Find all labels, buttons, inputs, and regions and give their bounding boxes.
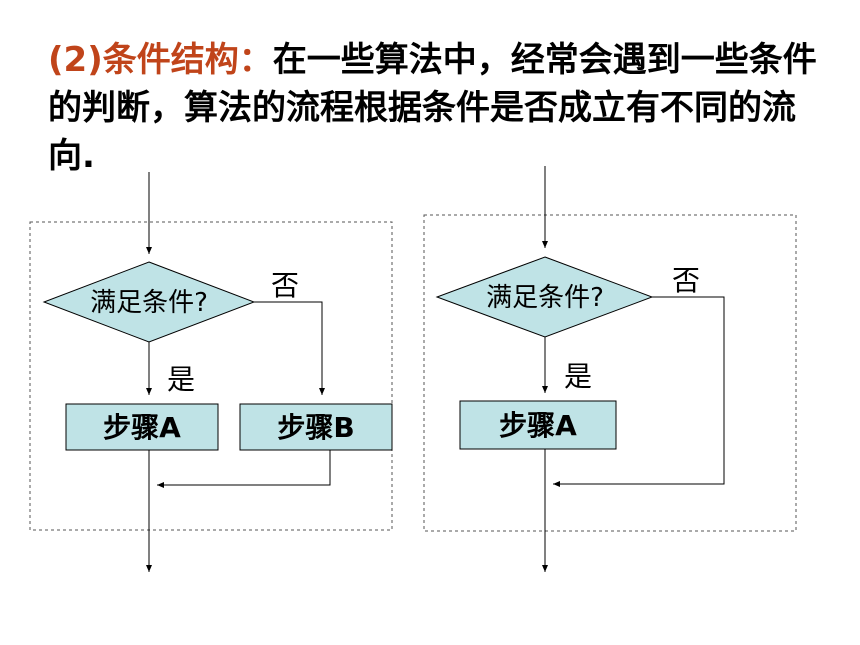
heading-prefix: (2)条件结构： — [48, 40, 273, 80]
left-no-arrow — [254, 301, 325, 395]
left-step-b-box — [239, 403, 393, 451]
left-step-a-box — [65, 403, 219, 451]
left-diagram: 满足条件? 否 是 步骤A 步骤B — [29, 172, 393, 572]
right-dashed-frame — [423, 214, 797, 532]
left-condition-text: 满足条件? — [90, 288, 208, 318]
right-condition-text: 满足条件? — [486, 283, 604, 313]
right-diagram: 满足条件? 否 是 步骤A — [423, 166, 797, 572]
right-yes-label: 是 — [564, 360, 592, 393]
right-step-a-text: 步骤A — [499, 409, 577, 442]
right-no-arrow — [553, 296, 725, 487]
heading: (2)条件结构：在一些算法中，经常会遇到一些条件的判断，算法的流程根据条件是否成… — [48, 36, 838, 180]
right-no-label: 否 — [672, 264, 700, 297]
heading-body: 在一些算法中，经常会遇到一些条件的判断，算法的流程根据条件是否成立有不同的流向. — [48, 40, 817, 176]
right-step-a-box — [459, 400, 617, 450]
left-step-a-text: 步骤A — [103, 411, 181, 444]
left-no-label: 否 — [271, 269, 299, 302]
left-yes-label: 是 — [167, 363, 195, 396]
left-dashed-frame — [29, 221, 393, 531]
left-step-b-text: 步骤B — [277, 411, 354, 444]
left-merge-arrow — [157, 450, 331, 488]
